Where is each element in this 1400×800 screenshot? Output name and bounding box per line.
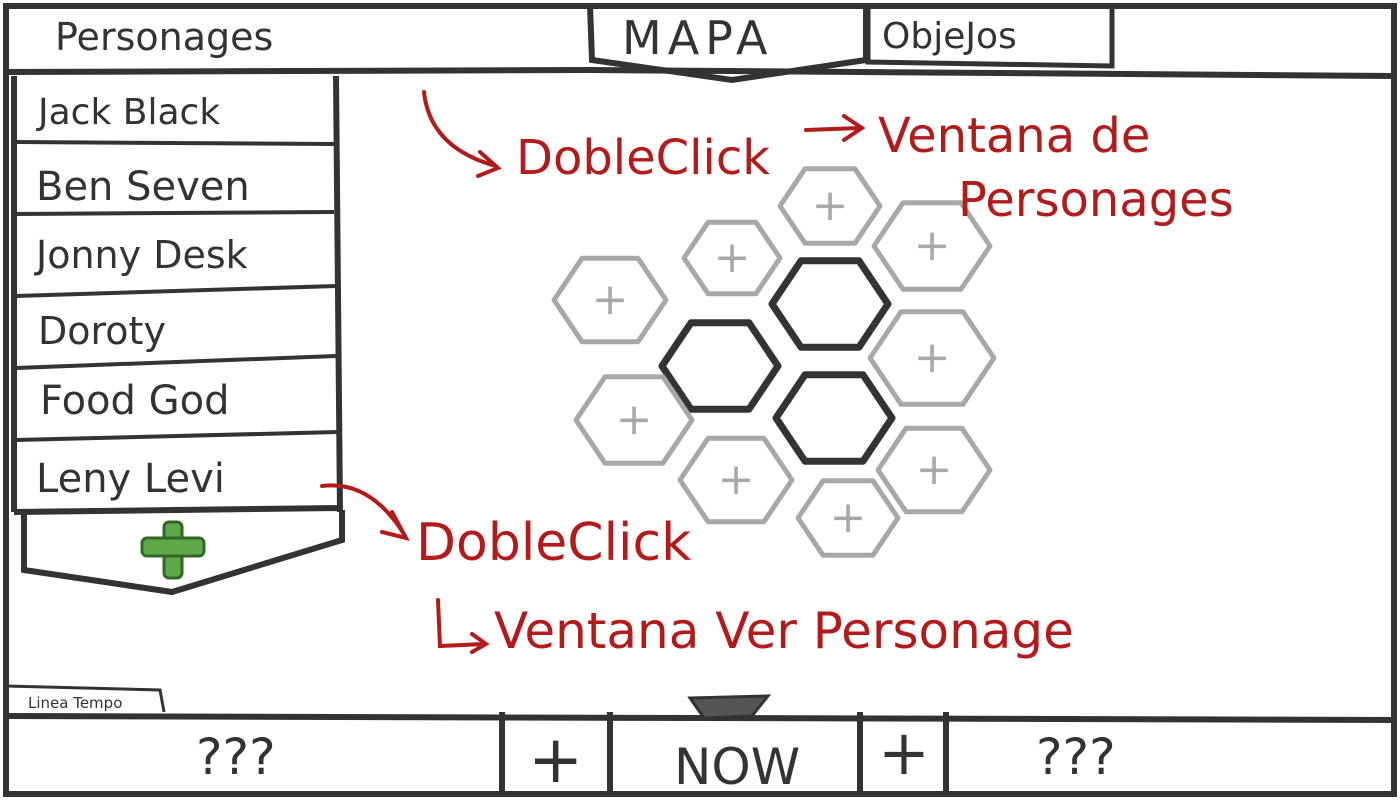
hex-outline (875, 425, 993, 515)
hex-tile-active[interactable] (772, 371, 896, 465)
plus-icon: + (916, 444, 953, 495)
list-item[interactable]: Ben Seven (15, 164, 335, 216)
plus-icon: + (718, 454, 755, 505)
plus-icon: + (914, 332, 951, 383)
character-list: Jack Black Ben Seven Jonny Desk Doroty F… (11, 75, 345, 596)
list-annotation: DobleClick Ventana Ver Personage (320, 483, 1074, 660)
map-double-click-label: DobleClick (516, 130, 770, 186)
return-arrow-icon (436, 598, 490, 654)
hex-outline (777, 166, 883, 246)
list-result-label: Ventana Ver Personage (494, 602, 1074, 660)
plus-icon: + (914, 220, 951, 271)
hex-map: + + + + + + + + + (551, 166, 997, 558)
list-item[interactable]: Leny Levi (36, 456, 225, 502)
timeline-add-left-button[interactable]: + (528, 721, 583, 798)
plus-icon: + (812, 180, 849, 231)
top-bar-divider (5, 66, 1395, 79)
plus-icon-h (140, 536, 206, 558)
list-item-label: Food God (40, 378, 230, 424)
map-result-line1: Ventana de (878, 108, 1150, 164)
timeline-top-line (5, 713, 1395, 723)
arrow-icon (320, 483, 410, 542)
plus-icon: + (714, 232, 751, 283)
hex-tile-empty[interactable]: + (677, 435, 795, 525)
timeline-label-box (5, 684, 166, 713)
character-list-outline (11, 75, 343, 515)
list-divider (15, 210, 335, 216)
plus-icon: + (592, 274, 629, 325)
tab-objects[interactable]: ObjeJos (865, 6, 1115, 69)
plus-icon: + (616, 394, 653, 445)
timeline-now-label: NOW (674, 738, 800, 796)
hex-outline (867, 309, 997, 407)
list-divider (15, 430, 339, 442)
hex-tile-empty[interactable]: + (777, 166, 883, 246)
hex-tile-empty[interactable]: + (871, 200, 993, 292)
timeline-future-label: ??? (1036, 728, 1116, 786)
timeline-label: Linea Tempo (28, 694, 122, 712)
hex-outline (658, 319, 782, 413)
list-item-label: Doroty (38, 309, 166, 353)
timeline-future-segment[interactable]: ??? (1036, 728, 1116, 786)
hex-tile-active[interactable] (658, 319, 782, 413)
hex-outline (551, 255, 669, 345)
tab-characters-label: Personages (55, 15, 273, 59)
list-item-label: Jack Black (36, 92, 220, 133)
hex-outline (795, 478, 901, 558)
list-double-click-label: DobleClick (416, 513, 691, 573)
timeline: Linea Tempo ??? + NOW + ??? (5, 684, 1395, 798)
list-item-label: Jonny Desk (34, 233, 248, 277)
plus-icon: + (830, 492, 867, 543)
tab-objects-label: ObjeJos (882, 16, 1017, 57)
list-divider (15, 354, 337, 370)
list-item[interactable]: Food God (15, 378, 339, 442)
map-result-line2: Personages (958, 172, 1234, 228)
list-item[interactable]: Jack Black (15, 92, 335, 146)
list-item-label: Leny Levi (36, 456, 225, 502)
tab-map-label: MAPA (622, 11, 773, 65)
list-item[interactable]: Jonny Desk (15, 233, 337, 298)
hex-tile-empty[interactable]: + (795, 478, 901, 558)
list-divider (15, 284, 337, 298)
hex-outline (677, 435, 795, 525)
hex-tile-empty[interactable]: + (875, 425, 993, 515)
character-list-bottom (21, 510, 345, 596)
arrow-icon (804, 114, 866, 142)
hex-tile-empty[interactable]: + (681, 219, 783, 297)
hex-tile-empty[interactable]: + (867, 309, 997, 407)
hex-outline (573, 374, 695, 466)
list-divider (15, 140, 335, 146)
hex-outline (681, 219, 783, 297)
timeline-now-segment[interactable]: NOW (674, 694, 800, 796)
now-marker-icon (687, 694, 772, 720)
list-item[interactable]: Doroty (15, 309, 337, 370)
hex-outline (768, 257, 892, 351)
app-frame (3, 3, 1397, 797)
hex-tile-empty[interactable]: + (573, 374, 695, 466)
hex-outline (871, 200, 993, 292)
hex-tile-active[interactable] (768, 257, 892, 351)
plus-icon: + (878, 716, 930, 789)
tab-objects-outline (865, 6, 1115, 69)
plus-icon: + (528, 721, 583, 798)
list-item-label: Ben Seven (36, 164, 250, 210)
map-annotation: DobleClick Ventana de Personages (422, 90, 1234, 228)
add-character-button[interactable] (140, 520, 206, 580)
hex-outline (772, 371, 896, 465)
arrow-icon (422, 90, 502, 178)
hex-tile-empty[interactable]: + (551, 255, 669, 345)
timeline-past-label: ??? (196, 728, 276, 786)
tab-characters[interactable]: Personages (55, 15, 273, 59)
timeline-past-segment[interactable]: ??? (196, 728, 276, 786)
timeline-add-right-button[interactable]: + (878, 716, 930, 789)
